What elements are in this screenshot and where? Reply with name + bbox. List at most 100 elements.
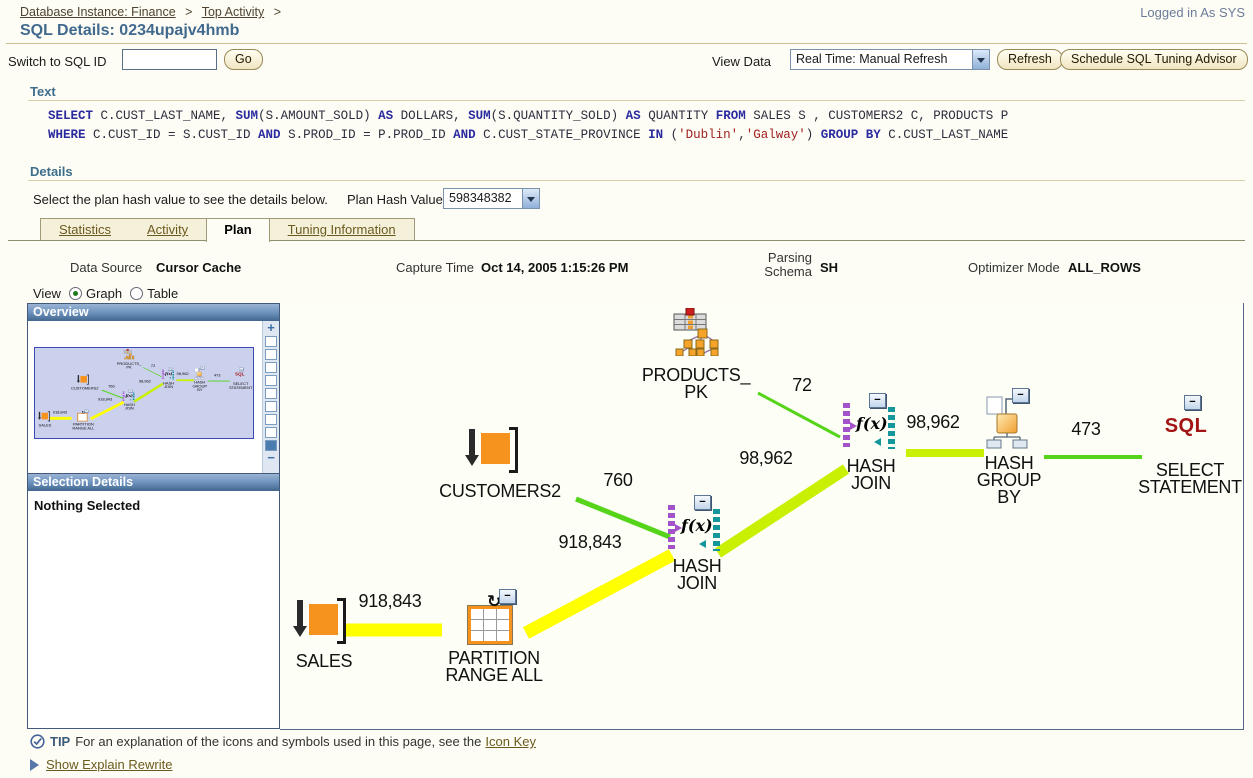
selection-details-header: Selection Details	[28, 474, 279, 491]
show-explain-rewrite-row: Show Explain Rewrite	[30, 757, 172, 772]
collapse-button[interactable]: −	[499, 589, 516, 604]
zoom-strip: + −	[262, 321, 279, 473]
tab-plan[interactable]: Plan	[206, 218, 270, 242]
down-arrow-icon	[469, 429, 475, 456]
edge-rows-label: 98,962	[906, 412, 960, 432]
zoom-level-9[interactable]	[265, 440, 277, 451]
edge-rows-label: 98,962	[739, 448, 793, 468]
plan-edges	[49, 367, 230, 421]
plan-edge-hash-join-1-to-hash-join-2	[714, 464, 850, 558]
details-section-divider	[28, 180, 1245, 181]
view-option-graph[interactable]: Graph	[68, 286, 122, 301]
collapse-button[interactable]: −	[1184, 395, 1201, 410]
down-arrow-icon	[76, 380, 80, 384]
schedule-sql-tuning-advisor-button[interactable]: Schedule SQL Tuning Advisor	[1060, 49, 1248, 70]
edge-rows-label: 473	[213, 372, 221, 378]
view-data-label: View Data	[712, 54, 772, 69]
data-source-label: Data Source	[70, 260, 143, 275]
arrow-right-icon	[850, 422, 857, 430]
plan-edge-partition-range-all-to-hash-join-1	[522, 549, 676, 639]
breadcrumb-separator: >	[185, 5, 193, 19]
collapse-button[interactable]: −	[1012, 388, 1029, 403]
radio-selected-icon[interactable]	[68, 287, 82, 300]
view-data-select[interactable]: Real Time: Manual Refresh	[790, 49, 990, 70]
sql-text-line: SELECT C.CUST_LAST_NAME, SUM(S.AMOUNT_SO…	[48, 107, 1008, 126]
arrow-left-icon	[169, 377, 171, 379]
sql-keyword: AS	[625, 109, 641, 123]
plan-edge-customers2-to-hash-join-1	[575, 496, 671, 540]
function-icon: f(x)	[125, 393, 133, 398]
tab-tuning-information[interactable]: Tuning Information	[269, 218, 415, 241]
go-button[interactable]: Go	[224, 49, 263, 70]
partition-grid-icon	[77, 412, 88, 422]
tab-label[interactable]: Tuning Information	[287, 222, 396, 237]
collapse-button[interactable]: −	[694, 495, 711, 510]
zoom-out-button[interactable]: −	[267, 450, 275, 465]
rowset-right-icon	[132, 392, 135, 402]
zoom-level-7[interactable]	[265, 414, 277, 425]
plan-hash-value-select[interactable]: 598348382	[443, 188, 540, 209]
collapse-button: −	[84, 409, 89, 413]
collapse-button[interactable]: −	[869, 393, 886, 408]
zoom-level-1[interactable]	[265, 336, 277, 347]
view-radio-group: Graph Table	[61, 286, 178, 301]
edge-rows-label: 98,962	[176, 371, 189, 376]
view-option-table[interactable]: Table	[130, 286, 178, 301]
down-arrow-icon	[293, 626, 307, 637]
sql-keyword: SUM	[468, 109, 491, 123]
radio-unselected-icon[interactable]	[130, 287, 144, 300]
zoom-level-4[interactable]	[265, 375, 277, 386]
tip-row: TIP For an explanation of the icons and …	[30, 734, 536, 749]
zoom-level-8[interactable]	[265, 427, 277, 438]
breadcrumb-link-database-instance[interactable]: Database Instance: Finance	[20, 5, 176, 19]
sql-text: SELECT C.CUST_LAST_NAME, SUM(S.AMOUNT_SO…	[48, 107, 1008, 145]
sql-string: 'Galway'	[745, 128, 806, 142]
breadcrumb: Database Instance: Finance > Top Activit…	[20, 5, 287, 19]
edge-rows-label: 918,843	[358, 591, 422, 611]
bracket-icon	[337, 598, 346, 644]
zoom-level-5[interactable]	[265, 388, 277, 399]
zoom-level-6[interactable]	[265, 401, 277, 412]
plan-edge-partition-range-all-to-hash-join-1	[89, 400, 125, 421]
text-section-divider	[28, 100, 1245, 101]
sql-keyword: SELECT	[48, 109, 94, 123]
chevron-down-icon[interactable]	[522, 189, 539, 208]
sql-fragment: C.CUST_ID = S.CUST_ID	[85, 128, 259, 142]
sql-statement-icon: − SQL	[233, 367, 246, 379]
tab-activity[interactable]: Activity	[129, 218, 207, 241]
rowset-left-icon	[122, 391, 125, 401]
chevron-down-icon[interactable]	[972, 50, 989, 69]
zoom-in-button[interactable]: +	[267, 320, 275, 335]
tab-label[interactable]: Statistics	[59, 222, 112, 237]
tab-label[interactable]: Activity	[147, 222, 189, 237]
edge-rows-label: 760	[108, 383, 115, 389]
switch-to-sql-id-input[interactable]	[122, 49, 217, 70]
sql-keyword: SUM	[235, 109, 259, 123]
breadcrumb-link-top-activity[interactable]: Top Activity	[201, 5, 265, 19]
plan-node-label: PRODUCTS_PK	[641, 365, 751, 402]
disclosure-triangle-icon[interactable]	[30, 758, 39, 771]
sql-fragment: C.CUST_LAST_NAME	[880, 128, 1009, 142]
table-access-icon	[465, 427, 518, 473]
show-explain-rewrite-link[interactable]: Show Explain Rewrite	[46, 757, 173, 772]
icon-key-link[interactable]: Icon Key	[485, 734, 536, 749]
plan-node-label: SALES	[295, 651, 353, 671]
edge-rows-label: 72	[792, 375, 812, 395]
zoom-level-2[interactable]	[265, 349, 277, 360]
tab-bar-underline	[8, 240, 1245, 241]
plan-node-label: CUSTOMERS2	[70, 386, 99, 391]
zoom-level-3[interactable]	[265, 362, 277, 373]
collapse-button: −	[168, 367, 172, 371]
table-square-icon	[309, 604, 338, 635]
function-icon: f(x)	[681, 516, 713, 535]
tab-statistics[interactable]: Statistics	[40, 218, 130, 241]
collapse-button: −	[200, 366, 205, 370]
refresh-button[interactable]: Refresh	[997, 49, 1063, 70]
arrow-left-icon	[874, 438, 881, 446]
